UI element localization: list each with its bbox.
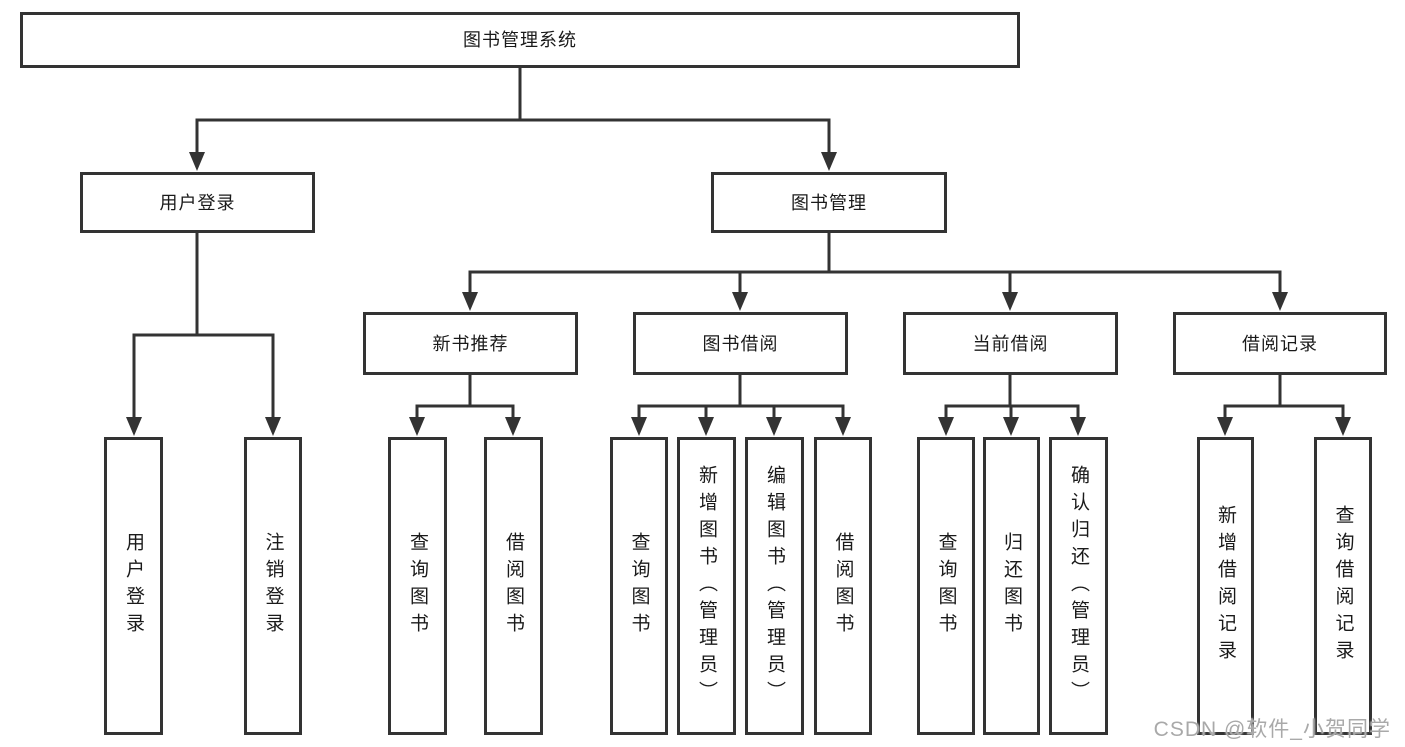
- leaf-add-borrow-record: 新增借阅记录: [1197, 437, 1254, 735]
- leaf-query-book-3: 查询图书: [917, 437, 975, 735]
- watermark: CSDN @软件_小贺同学: [1153, 718, 1391, 741]
- node-new-book-recommend: 新书推荐: [363, 312, 578, 375]
- leaf-borrow-book-2: 借阅图书: [814, 437, 872, 735]
- leaf-add-book-admin: 新增图书（管理员）: [677, 437, 736, 735]
- node-current-borrow: 当前借阅: [903, 312, 1118, 375]
- node-borrow-record: 借阅记录: [1173, 312, 1387, 375]
- node-book-borrow: 图书借阅: [633, 312, 848, 375]
- node-book-management: 图书管理: [711, 172, 947, 233]
- leaf-query-book-1: 查询图书: [388, 437, 447, 735]
- leaf-confirm-return-admin: 确认归还（管理员）: [1049, 437, 1108, 735]
- leaf-logout: 注销登录: [244, 437, 302, 735]
- leaf-return-book: 归还图书: [983, 437, 1040, 735]
- node-library-system: 图书管理系统: [20, 12, 1020, 68]
- leaf-query-borrow-record: 查询借阅记录: [1314, 437, 1372, 735]
- node-user-login: 用户登录: [80, 172, 315, 233]
- leaf-query-book-2: 查询图书: [610, 437, 668, 735]
- leaf-borrow-book-1: 借阅图书: [484, 437, 543, 735]
- leaf-edit-book-admin: 编辑图书（管理员）: [745, 437, 804, 735]
- leaf-user-login: 用户登录: [104, 437, 163, 735]
